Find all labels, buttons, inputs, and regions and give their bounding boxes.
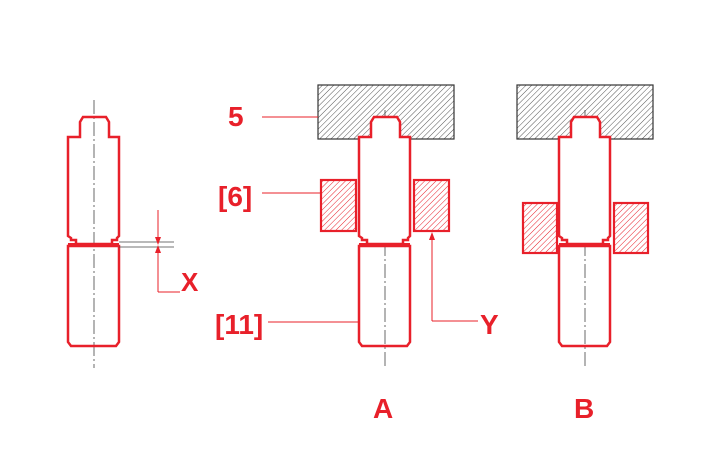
label-variant-b: B <box>574 393 594 424</box>
label-y: Y <box>480 309 499 340</box>
pin-b-lower <box>557 244 612 348</box>
pin-b-upper <box>557 115 612 246</box>
label-tool: 5 <box>228 101 244 132</box>
die-b-right <box>612 201 650 255</box>
pin-left-lower <box>66 244 121 348</box>
annotations-a: 5 [6] [11] Y A <box>215 101 499 424</box>
die-b-left <box>521 201 559 255</box>
assembly-a <box>317 84 455 368</box>
label-pin: [11] <box>215 309 263 340</box>
label-variant-a: A <box>373 393 393 424</box>
assembly-b: B <box>516 84 654 424</box>
die-a-right <box>412 178 451 233</box>
die-a-left <box>319 178 358 233</box>
label-x: X <box>181 267 199 297</box>
dimension-x: X <box>119 210 199 297</box>
pin-left-upper <box>66 115 121 246</box>
label-die: [6] <box>218 181 252 212</box>
pin-a-lower <box>357 244 412 348</box>
pin-a-upper <box>357 115 412 246</box>
pin-left <box>66 100 121 368</box>
